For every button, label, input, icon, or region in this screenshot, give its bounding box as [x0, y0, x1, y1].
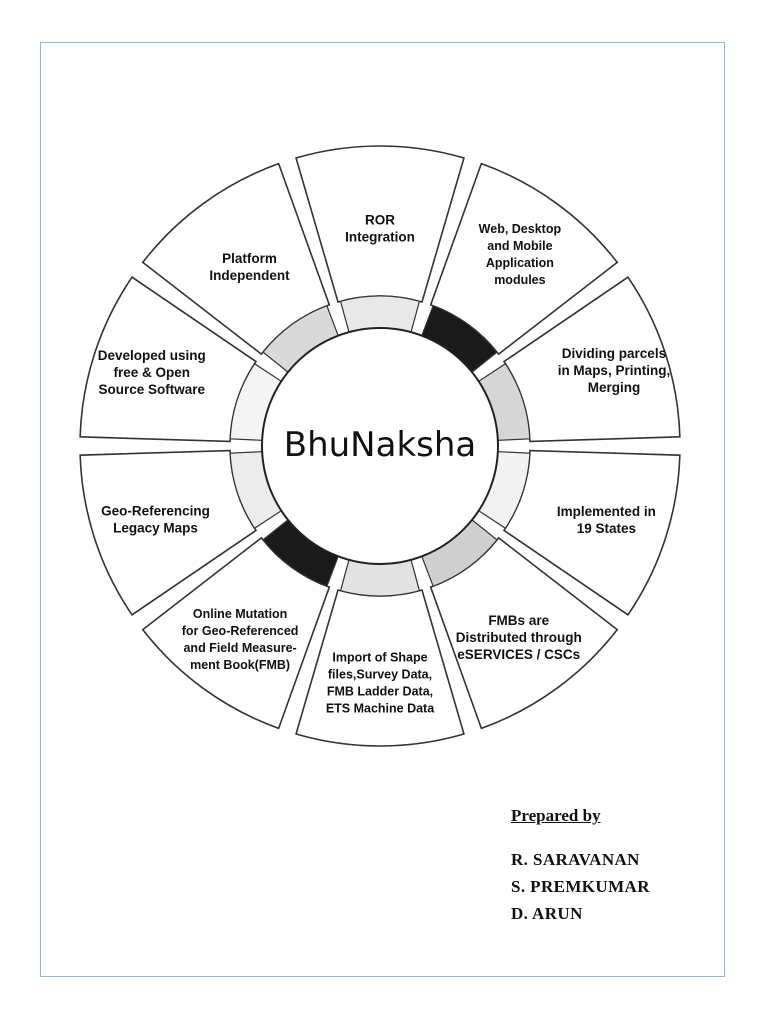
segment-label-line: Developed using	[98, 348, 206, 363]
segment-label-line: ment Book(FMB)	[190, 658, 290, 672]
segment-label-line: Dividing parcels	[562, 346, 666, 361]
segment-label-line: files,Survey Data,	[328, 668, 432, 682]
segment-label-line: Source Software	[98, 382, 205, 397]
prepared-by-heading: Prepared by	[511, 806, 601, 825]
segment-label-line: Integration	[345, 230, 415, 245]
segment-label-line: Online Mutation	[193, 607, 287, 621]
bhunaksha-wheel-diagram: BhuNaksha ROR Integration Web, Desktop and …	[79, 145, 681, 747]
segment-label: Import of Shape files,Survey Data, FMB Lad…	[326, 651, 435, 716]
segment-label: Online Mutation for Geo-Referenced and Fie…	[182, 607, 299, 672]
segment-label-line: ROR	[365, 213, 395, 228]
segment-label: Dividing parcels in Maps, Printing, Mergin…	[558, 346, 671, 395]
segment-label-line: free & Open	[113, 365, 190, 380]
author-name: R. SARAVANAN	[511, 850, 640, 869]
segment-label-line: Legacy Maps	[113, 520, 198, 535]
inner-ring-segment	[339, 295, 421, 333]
segment-label-line: modules	[494, 273, 545, 287]
segment-label-line: Implemented in	[557, 504, 656, 519]
center-hub	[261, 327, 499, 565]
center-label: BhuNaksha	[284, 425, 476, 465]
segment-label-line: Merging	[588, 380, 641, 395]
segment-label-line: Distributed through	[456, 630, 582, 645]
page-border	[40, 42, 725, 977]
segment-label-line: Import of Shape	[332, 651, 427, 665]
inner-ring-layer	[229, 295, 531, 597]
credits-block: Prepared by R. SARAVANAN S. PREMKUMAR D.…	[511, 806, 650, 927]
author-name: S. PREMKUMAR	[511, 877, 650, 896]
segment-label: ROR Integration	[345, 213, 415, 245]
author-name: D. ARUN	[511, 904, 583, 923]
segment-label-line: eSERVICES / CSCs	[457, 647, 580, 662]
segment-label-line: FMB Ladder Data,	[327, 685, 433, 699]
segment-label-line: FMBs are	[488, 613, 549, 628]
segment-label-line: and Mobile	[487, 239, 552, 253]
segment-label-line: Platform	[222, 251, 277, 266]
segment-label-line: Geo-Referencing	[101, 503, 210, 518]
segment-label-line: Web, Desktop	[479, 222, 562, 236]
segment-label-line: in Maps, Printing,	[558, 363, 671, 378]
segment-label: Implemented in 19 States	[557, 504, 656, 536]
segment-label-line: and Field Measure-	[183, 641, 296, 655]
segment-label-line: ETS Machine Data	[326, 702, 435, 716]
segment-label-line: 19 States	[577, 521, 636, 536]
segment-label-line: Application	[486, 256, 554, 270]
inner-ring-segment	[339, 559, 421, 597]
segment-label-line: for Geo-Referenced	[182, 624, 299, 638]
segment-label-line: Independent	[209, 268, 290, 283]
